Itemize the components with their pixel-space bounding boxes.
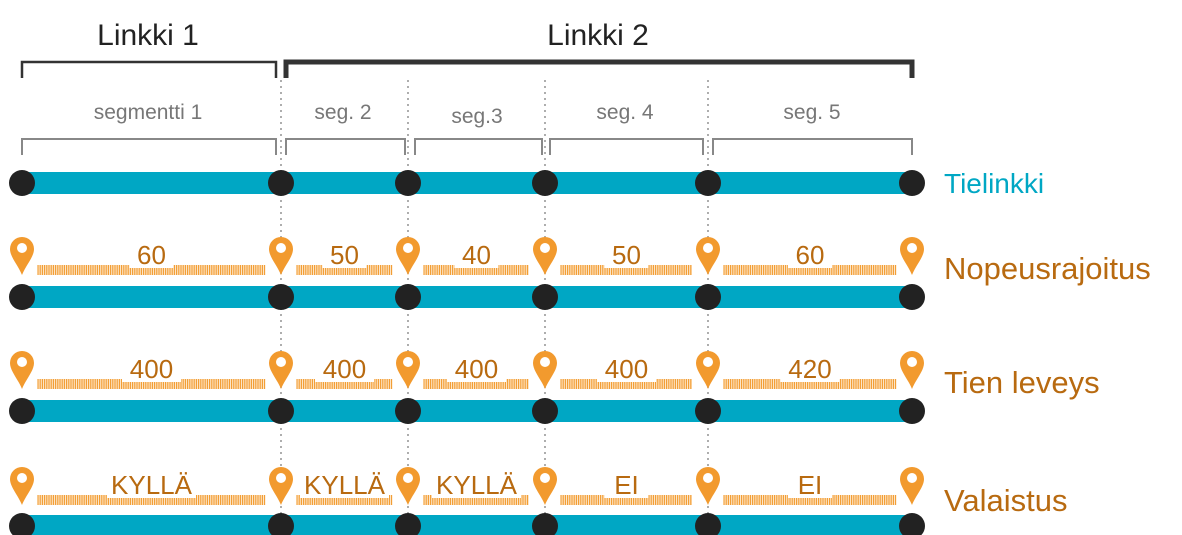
value-label-backing <box>788 240 832 268</box>
segment-1-bracket <box>21 138 277 155</box>
map-pin-icon <box>533 467 557 505</box>
map-pin-icon <box>900 467 924 505</box>
node-dot-icon <box>695 170 721 196</box>
value-label-backing <box>604 470 649 498</box>
attribute-value: 400 <box>130 354 173 384</box>
node-dot-icon <box>695 398 721 424</box>
segment-dividers <box>280 80 709 535</box>
attribute-value: EI <box>614 470 639 500</box>
node-dot-icon <box>899 513 925 535</box>
value-label-backing <box>788 470 832 498</box>
node-dot-icon <box>395 398 421 424</box>
attribute-value: 50 <box>612 240 641 270</box>
node-dot-icon <box>695 513 721 535</box>
value-label-backing <box>604 240 649 268</box>
link-1-label: Linkki 1 <box>97 19 199 52</box>
link-2-label: Linkki 2 <box>547 19 649 52</box>
node-dot-icon <box>268 513 294 535</box>
value-label-backing <box>315 354 374 382</box>
attribute-value: 400 <box>323 354 366 384</box>
segment-3-label: seg.3 <box>451 105 502 128</box>
map-pin-icon <box>396 351 420 389</box>
node-dot-icon <box>532 284 558 310</box>
row-label-valaistus: Valaistus <box>944 483 1068 518</box>
node-dot-icon <box>899 170 925 196</box>
map-pin-icon <box>696 467 720 505</box>
segment-4-label: seg. 4 <box>596 101 654 124</box>
node-dot-icon <box>899 398 925 424</box>
attribute-value: 400 <box>455 354 498 384</box>
value-hatch-bar <box>37 379 266 389</box>
segment-5-label: seg. 5 <box>783 101 840 124</box>
map-pin-icon <box>533 351 557 389</box>
node-dot-icon <box>532 170 558 196</box>
road-line <box>22 286 912 308</box>
row-label-tien-leveys: Tien leveys <box>944 365 1100 400</box>
map-pin-icon <box>10 467 34 505</box>
node-dot-icon <box>268 398 294 424</box>
link-2-bracket <box>283 59 915 78</box>
node-dot-icon <box>9 284 35 310</box>
value-label-backing <box>432 470 521 498</box>
node-dot-icon <box>899 284 925 310</box>
value-hatch-bar <box>37 265 266 275</box>
segment-4-bracket <box>549 138 704 155</box>
node-dot-icon <box>395 170 421 196</box>
map-pin-icon <box>269 467 293 505</box>
segment-5-bracket <box>712 138 913 155</box>
value-label-backing <box>322 240 367 268</box>
attribute-value: 60 <box>796 240 825 270</box>
road-line <box>22 400 912 422</box>
value-label-backing <box>597 354 656 382</box>
node-dot-icon <box>268 170 294 196</box>
attribute-value: 50 <box>330 240 359 270</box>
map-pin-icon <box>269 351 293 389</box>
map-pin-icon <box>269 237 293 275</box>
node-dot-icon <box>532 398 558 424</box>
map-pin-icon <box>396 237 420 275</box>
attribute-value: KYLLÄ <box>304 470 386 500</box>
map-pin-icon <box>10 237 34 275</box>
map-pin-icon <box>396 467 420 505</box>
attribute-value: 420 <box>788 354 831 384</box>
attribute-value: KYLLÄ <box>111 470 193 500</box>
node-dot-icon <box>268 284 294 310</box>
node-dot-icon <box>9 398 35 424</box>
value-label-backing <box>129 240 174 268</box>
value-label-backing <box>454 240 499 268</box>
node-dot-icon <box>395 513 421 535</box>
node-dot-icon <box>9 170 35 196</box>
link-1-bracket <box>20 60 278 78</box>
value-label-backing <box>447 354 506 382</box>
segment-2-label: seg. 2 <box>314 101 371 124</box>
segment-1-label: segmentti 1 <box>94 101 203 124</box>
map-pin-icon <box>533 237 557 275</box>
attribute-value: 40 <box>462 240 491 270</box>
value-label-backing <box>780 354 840 382</box>
map-pin-icon <box>696 351 720 389</box>
value-label-backing <box>300 470 389 498</box>
attribute-value: 60 <box>137 240 166 270</box>
map-pin-icon <box>900 237 924 275</box>
value-label-backing <box>107 470 196 498</box>
road-line <box>22 515 912 535</box>
node-dot-icon <box>9 513 35 535</box>
map-pin-icon <box>900 351 924 389</box>
node-dot-icon <box>395 284 421 310</box>
segment-2-bracket <box>285 138 406 155</box>
road-line <box>22 172 912 194</box>
segment-3-bracket <box>414 138 543 155</box>
attribute-value: EI <box>798 470 823 500</box>
attribute-value: 400 <box>605 354 648 384</box>
node-dot-icon <box>532 513 558 535</box>
node-dot-icon <box>695 284 721 310</box>
row-label-tielinkki: Tielinkki <box>944 168 1044 199</box>
map-pin-icon <box>10 351 34 389</box>
row-label-nopeusrajoitus: Nopeusrajoitus <box>944 251 1151 286</box>
attribute-value: KYLLÄ <box>436 470 518 500</box>
map-pin-icon <box>696 237 720 275</box>
value-label-backing <box>122 354 181 382</box>
